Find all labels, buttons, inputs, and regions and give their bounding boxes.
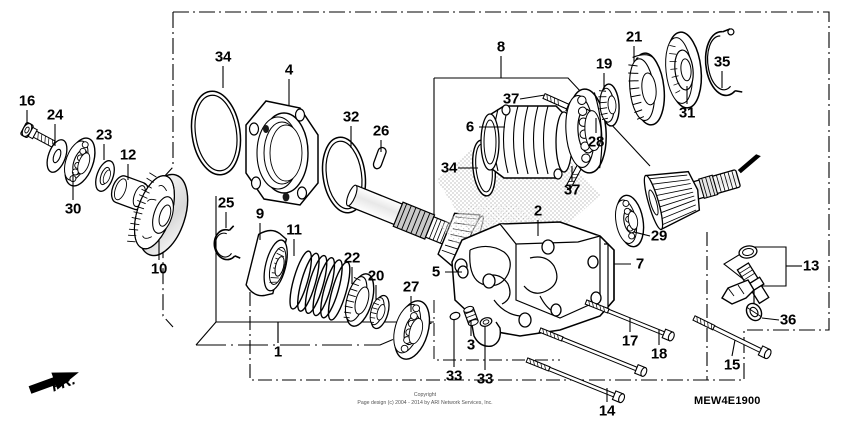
callout-number: 33 bbox=[445, 367, 463, 385]
callout-number: 8 bbox=[496, 38, 506, 56]
callout-number: 14 bbox=[598, 402, 616, 420]
callout-number: 5 bbox=[431, 263, 441, 281]
callout-number: 4 bbox=[284, 61, 294, 79]
callout-number: 18 bbox=[650, 345, 668, 363]
callout-number: 7 bbox=[635, 255, 645, 273]
callout-number: 34 bbox=[440, 159, 458, 177]
callout-number: 34 bbox=[214, 48, 232, 66]
callout-number: 16 bbox=[18, 92, 36, 110]
callout-number: 10 bbox=[150, 260, 168, 278]
callout-number: 37 bbox=[502, 90, 520, 108]
callout-number: 25 bbox=[217, 194, 235, 212]
callout-number: 1 bbox=[273, 343, 283, 361]
callout-number: 12 bbox=[119, 146, 137, 164]
callout-number: 37 bbox=[563, 181, 581, 199]
callout-number: 26 bbox=[372, 122, 390, 140]
callout-number: 21 bbox=[625, 28, 643, 46]
copyright-notice: Copyright Page design (c) 2004 - 2014 by… bbox=[357, 392, 493, 406]
sheet-code-label: MEW4E1900 bbox=[694, 395, 761, 407]
callout-number: 36 bbox=[779, 311, 797, 329]
callout-number: 35 bbox=[713, 53, 731, 71]
callout-number: 27 bbox=[402, 278, 420, 296]
callout-number: 20 bbox=[367, 267, 385, 285]
callout-leader-lines bbox=[26, 46, 802, 402]
callout-number: 22 bbox=[343, 249, 361, 267]
callout-number: 33 bbox=[476, 370, 494, 388]
callout-number: 3 bbox=[466, 336, 476, 354]
callout-number: 23 bbox=[95, 126, 113, 144]
callout-number: 11 bbox=[286, 221, 302, 239]
callout-number: 6 bbox=[465, 118, 475, 136]
callout-number: 29 bbox=[650, 227, 668, 245]
leader-line bbox=[731, 339, 736, 357]
callout-number: 24 bbox=[46, 106, 64, 124]
callout-number: 28 bbox=[587, 133, 605, 151]
leader-line bbox=[633, 231, 651, 237]
callout-number: 2 bbox=[533, 202, 543, 220]
callout-number: 32 bbox=[342, 108, 360, 126]
leader-line bbox=[519, 94, 546, 100]
callout-number: 30 bbox=[64, 200, 82, 218]
callout-number: 13 bbox=[802, 257, 820, 275]
callout-number: 19 bbox=[595, 55, 613, 73]
leader-line bbox=[761, 317, 780, 321]
callout-number: 9 bbox=[255, 205, 265, 223]
callout-number: 31 bbox=[678, 104, 696, 122]
callout-number: 15 bbox=[723, 356, 741, 374]
callout-number: 17 bbox=[621, 332, 639, 350]
front-direction-arrow bbox=[28, 372, 79, 394]
